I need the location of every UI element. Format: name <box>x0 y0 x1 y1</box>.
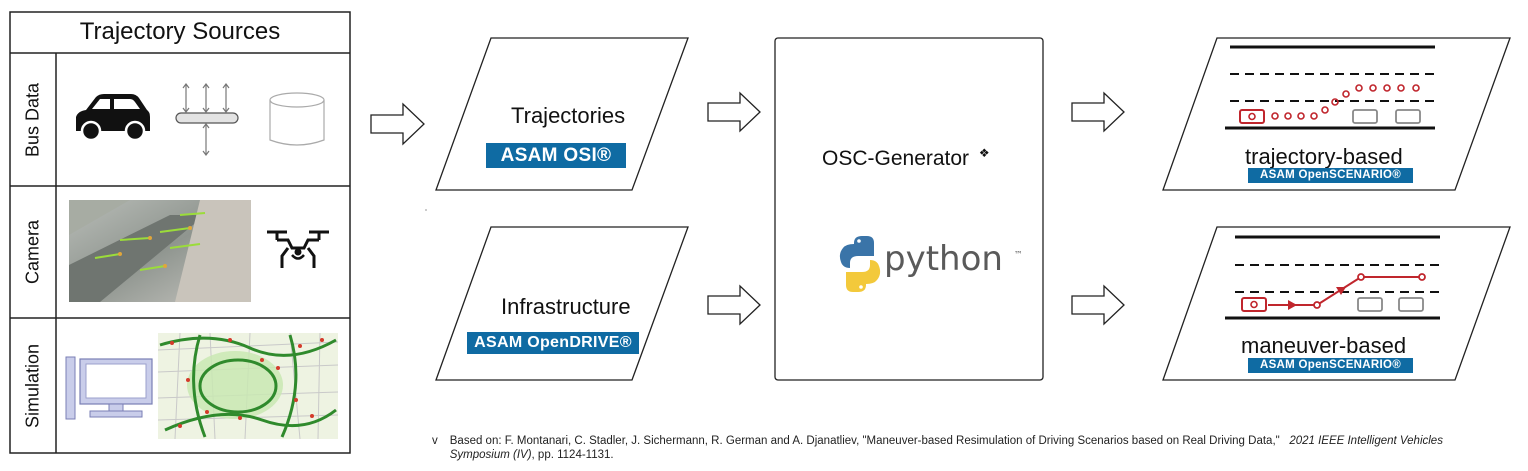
row-label-bus-data: Bus Data <box>22 82 43 158</box>
sources-table <box>9 11 351 454</box>
python-tm: ™ <box>1013 250 1023 261</box>
trajectory-road-diagram <box>1225 45 1435 130</box>
arrow-trajectories-to-generator <box>707 91 761 133</box>
flow-arrows <box>370 91 1125 326</box>
bus-connector-icon <box>175 83 239 156</box>
arrow-generator-to-maneuver <box>1071 284 1125 326</box>
ego-vehicle-icon <box>1241 297 1267 312</box>
infrastructure-title: Infrastructure <box>501 294 631 319</box>
generator-title: OSC-Generator ❖ <box>822 146 990 171</box>
camera-intersection-image <box>69 200 251 302</box>
arrow-infrastructure-to-generator <box>707 284 761 326</box>
asam-openscenario-badge-maneuver: ASAM OpenSCENARIO® <box>1248 358 1413 373</box>
asam-opendrive-badge: ASAM OpenDRIVE® <box>467 332 639 354</box>
arrow-sources-to-inputs <box>370 102 425 146</box>
ego-vehicle-icon <box>1239 109 1265 124</box>
generator-title-text: OSC-Generator <box>822 147 970 170</box>
generator-title-mark: ❖ <box>978 146 990 160</box>
maneuver-road-diagram <box>1225 235 1440 320</box>
python-wordmark: python ™ <box>884 239 1023 279</box>
asam-openscenario-badge-trajectory: ASAM OpenSCENARIO® <box>1248 168 1413 183</box>
trajectories-title: Trajectories <box>511 103 626 128</box>
trajectory-based-shape <box>1162 37 1511 191</box>
asam-osi-badge: ASAM OSI® <box>486 143 626 168</box>
simulation-map-image <box>157 332 339 440</box>
footnote-text-b: 2021 IEEE Intelligent Vehicles Symposium… <box>449 435 1443 461</box>
row-label-camera: Camera <box>22 219 43 285</box>
desktop-computer-icon <box>65 356 153 420</box>
footnote-citation: v Based on: F. Montanari, C. Stadler, J.… <box>432 434 1492 462</box>
footnote-text-c: , pp. 1124-1131. <box>531 449 614 461</box>
python-logo-icon <box>839 236 881 292</box>
python-word: python <box>884 239 1003 279</box>
drone-icon <box>267 230 329 268</box>
database-icon <box>269 92 325 146</box>
generator-box <box>774 37 1044 381</box>
maneuver-based-title: maneuver-based <box>1241 333 1407 358</box>
arrow-generator-to-trajectory <box>1071 91 1125 133</box>
car-icon <box>76 94 150 142</box>
trajectory-based-title: trajectory-based <box>1245 144 1403 169</box>
sources-title: Trajectory Sources <box>79 18 281 45</box>
row-label-simulation: Simulation <box>22 343 43 429</box>
footnote-text-a: Based on: F. Montanari, C. Stadler, J. S… <box>449 435 1280 447</box>
footnote-bullet: v <box>432 435 438 447</box>
